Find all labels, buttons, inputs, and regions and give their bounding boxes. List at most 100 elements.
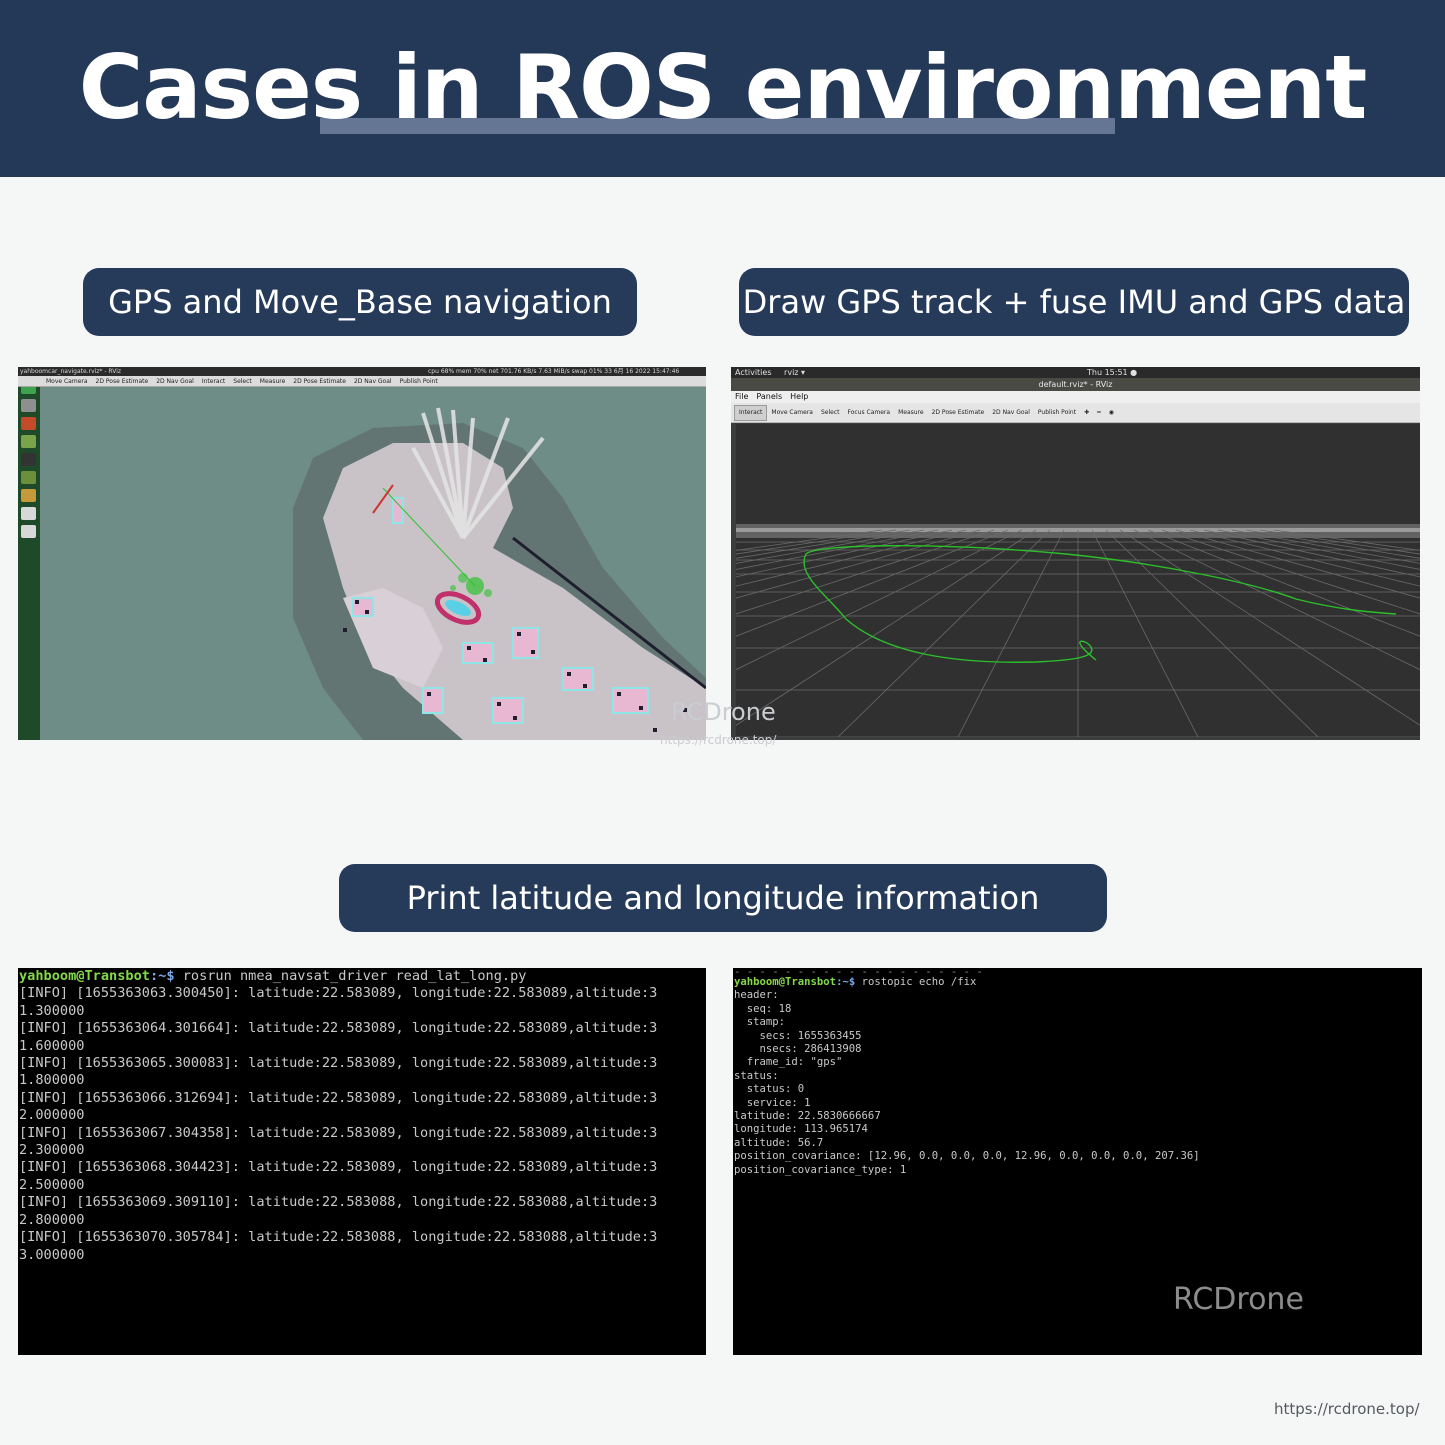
watermark-brand: RCDrone <box>671 698 776 726</box>
prompt-user: yahboom@Transbot <box>734 976 837 988</box>
rviz-tool-button[interactable]: ✚ <box>1084 409 1090 416</box>
rviz-gps-track-screenshot: Activities rviz ▾ Thu 15:51 ● default.rv… <box>731 367 1420 740</box>
rviz-tool-button[interactable]: 2D Nav Goal <box>353 378 392 385</box>
page-title: Cases in ROS environment <box>78 36 1368 139</box>
photos-icon[interactable] <box>21 489 36 502</box>
terminal-output-line: secs: 1655363455 <box>734 1029 862 1042</box>
terminal-watermark: RCDrone <box>1173 1282 1304 1317</box>
terminal-output-line: [INFO] [1655363063.300450]: latitude:22.… <box>19 985 658 1002</box>
label-gps-navigation: GPS and Move_Base navigation <box>83 268 637 336</box>
prompt-path: :~$ <box>836 976 856 988</box>
rviz-tool-button[interactable]: 2D Pose Estimate <box>931 409 985 416</box>
gnome-top-bar: Activities rviz ▾ Thu 15:51 ● <box>731 367 1420 378</box>
rviz-tool-button[interactable]: Move Camera <box>771 409 813 416</box>
rviz-tool-button[interactable]: ◉ <box>1108 409 1114 416</box>
terminal-output-line: longitude: 113.965174 <box>734 1123 868 1136</box>
disk-icon[interactable] <box>21 525 36 538</box>
rviz-tool-button[interactable]: 2D Pose Estimate <box>293 378 346 385</box>
rviz-tool-button[interactable]: Move Camera <box>46 378 88 385</box>
system-status: cpu 68% mem 70% net 701.76 KB/s 7.63 MiB… <box>428 368 680 375</box>
watermark-url: https://rcdrone.top/ <box>660 733 777 747</box>
settings-icon[interactable] <box>21 417 36 430</box>
rviz-tool-button[interactable]: Measure <box>898 409 924 416</box>
terminal-output-line: altitude: 56.7 <box>734 1136 824 1149</box>
menu-item-panels[interactable]: Panels <box>756 392 783 401</box>
rviz-tool-button[interactable]: Interact <box>201 378 226 385</box>
rviz-tool-button[interactable]: ━ <box>1097 409 1101 416</box>
header-banner: Cases in ROS environment <box>0 0 1445 177</box>
terminal-prompt-line: yahboom@Transbot:~$ rostopic echo /fix <box>734 976 1422 989</box>
menu-bar: File Panels Help <box>731 391 1420 403</box>
rviz-tool-button[interactable]: 2D Nav Goal <box>992 409 1030 416</box>
terminal-output-line: position_covariance: [12.96, 0.0, 0.0, 0… <box>734 1150 1200 1163</box>
rviz-tool-button[interactable]: Interact <box>734 405 768 421</box>
terminal-output-line: [INFO] [1655363070.305784]: latitude:22.… <box>19 1229 658 1246</box>
rviz-top-bar: yahboomcar_navigate.rviz* - RViz cpu 68%… <box>18 367 706 376</box>
ubuntu-launcher <box>18 376 40 740</box>
terminal-output-line: 2.300000 <box>19 1142 85 1159</box>
terminal-output-line: [INFO] [1655363069.309110]: latitude:22.… <box>19 1194 658 1211</box>
terminal-command: rostopic echo /fix <box>855 976 977 988</box>
terminal-command: rosrun nmea_navsat_driver read_lat_long.… <box>174 968 527 984</box>
terminal-rostopic-fix: - - - - - - - - - - - - - - - - - - - - … <box>733 968 1422 1355</box>
browser-icon[interactable] <box>21 435 36 448</box>
terminal-output-line: position_covariance_type: 1 <box>734 1163 907 1176</box>
terminal-output-line: nsecs: 286413908 <box>734 1043 862 1056</box>
app-menu[interactable]: rviz ▾ <box>784 368 806 377</box>
rviz-tool-button[interactable]: Select <box>233 378 252 385</box>
terminal-prompt-line: yahboom@Transbot:~$ rosrun nmea_navsat_d… <box>19 968 706 985</box>
activities-button[interactable]: Activities <box>735 368 772 377</box>
terminal-icon[interactable] <box>21 453 36 466</box>
terminal-output-line: service: 1 <box>734 1096 811 1109</box>
rviz-tool-button[interactable]: Publish Point <box>1037 409 1077 416</box>
terminal-output-line: seq: 18 <box>734 1002 792 1015</box>
rviz-toolbar: Move Camera 2D Pose Estimate 2D Nav Goal In… <box>18 376 706 387</box>
terminal-output-line: [INFO] [1655363068.304423]: latitude:22.… <box>19 1159 658 1176</box>
terminal-output-line: 2.500000 <box>19 1176 85 1193</box>
terminal-output-line: [INFO] [1655363064.301664]: latitude:22.… <box>19 1020 658 1037</box>
terminal-output-line: status: 0 <box>734 1083 805 1096</box>
menu-item-file[interactable]: File <box>735 392 749 401</box>
terminal-output-line: [INFO] [1655363066.312694]: latitude:22.… <box>19 1089 658 1106</box>
app-icon[interactable] <box>21 471 36 484</box>
terminal-output-line: header: <box>734 989 779 1002</box>
rviz-tool-button[interactable]: Measure <box>259 378 286 385</box>
terminal-output-line: 2.000000 <box>19 1107 85 1124</box>
rviz-tool-button[interactable]: 2D Nav Goal <box>156 378 194 385</box>
footer-url[interactable]: https://rcdrone.top/ <box>1274 1400 1420 1418</box>
rviz-tool-button[interactable]: Focus Camera <box>847 409 891 416</box>
occupancy-map <box>43 388 706 740</box>
clock: Thu 15:51 ● <box>1087 368 1138 377</box>
gps-track-view <box>731 424 1420 738</box>
terminal-output-line: frame_id: "gps" <box>734 1056 843 1069</box>
terminal-read-lat-long: yahboom@Transbot:~$ rosrun nmea_navsat_d… <box>18 968 706 1355</box>
terminal-output-line: 1.300000 <box>19 1002 85 1019</box>
rviz-3d-viewport[interactable] <box>731 424 1420 738</box>
terminal-output-line: stamp: <box>734 1016 786 1029</box>
prompt-path: :~$ <box>149 968 175 984</box>
rviz-navigation-screenshot: yahboomcar_navigate.rviz* - RViz cpu 68%… <box>18 367 706 740</box>
rviz-tool-button[interactable]: 2D Pose Estimate <box>95 378 149 385</box>
gps-track-line <box>803 545 1397 663</box>
prompt-user: yahboom@Transbot <box>19 968 150 984</box>
rviz-tool-button[interactable]: Publish Point <box>399 378 438 385</box>
rviz-window-title: yahboomcar_navigate.rviz* - RViz <box>20 368 122 375</box>
menu-item-help[interactable]: Help <box>790 392 809 401</box>
terminal-output-line: status: <box>734 1069 779 1082</box>
terminal-output-line: latitude: 22.5830666667 <box>734 1110 881 1123</box>
rviz-icon[interactable] <box>21 507 36 520</box>
label-gps-track: Draw GPS track + fuse IMU and GPS data <box>739 268 1409 336</box>
title-underline <box>320 118 1115 134</box>
terminal-output-line: 1.600000 <box>19 1037 85 1054</box>
window-title: default.rviz* - RViz <box>731 378 1420 391</box>
terminal-output-line: 1.800000 <box>19 1072 85 1089</box>
terminal-separator: - - - - - - - - - - - - - - - - - - - - <box>734 968 983 976</box>
label-print-latlong: Print latitude and longitude information <box>339 864 1107 932</box>
files-icon[interactable] <box>21 399 36 412</box>
terminal-output-line: [INFO] [1655363065.300083]: latitude:22.… <box>19 1055 658 1072</box>
rviz-map-viewport[interactable] <box>43 388 706 740</box>
terminal-output-line: 3.000000 <box>19 1246 85 1263</box>
terminal-output-line: 2.800000 <box>19 1211 85 1228</box>
rviz-tool-button[interactable]: Select <box>820 409 840 416</box>
